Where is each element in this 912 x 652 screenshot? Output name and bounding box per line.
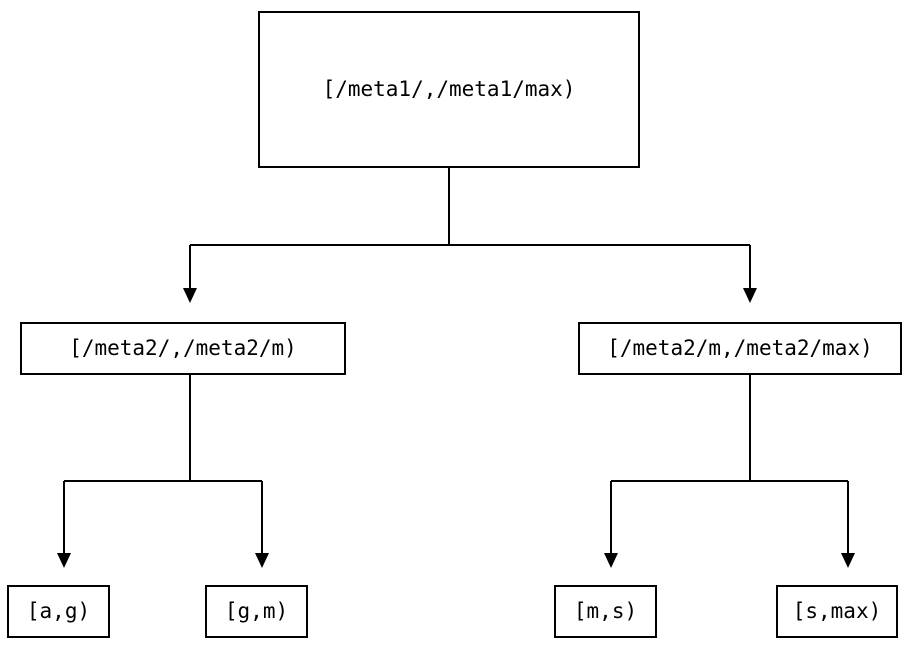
tree-node-root-label: [/meta1/,/meta1/max) — [322, 77, 576, 101]
tree-node-root[interactable]: [/meta1/,/meta1/max) — [258, 11, 640, 168]
arrowhead-to-leaf-0 — [57, 553, 71, 568]
tree-node-leaf-1-label: [g,m) — [224, 599, 289, 623]
arrowhead-to-leaf-2 — [604, 553, 618, 568]
arrowhead-to-internal-left — [183, 288, 197, 303]
arrowhead-to-leaf-1 — [255, 553, 269, 568]
tree-node-internal-right[interactable]: [/meta2/m,/meta2/max) — [578, 322, 902, 375]
tree-node-leaf-0-label: [a,g) — [26, 599, 91, 623]
tree-node-leaf-1[interactable]: [g,m) — [205, 585, 308, 638]
tree-node-leaf-2-label: [m,s) — [573, 599, 638, 623]
tree-node-internal-right-label: [/meta2/m,/meta2/max) — [607, 336, 873, 360]
tree-node-leaf-3-label: [s,max) — [792, 599, 882, 623]
tree-node-internal-left-label: [/meta2/,/meta2/m) — [69, 336, 297, 360]
tree-node-leaf-3[interactable]: [s,max) — [776, 585, 898, 638]
tree-node-leaf-2[interactable]: [m,s) — [554, 585, 657, 638]
arrowhead-to-internal-right — [743, 288, 757, 303]
tree-node-internal-left[interactable]: [/meta2/,/meta2/m) — [20, 322, 346, 375]
tree-node-leaf-0[interactable]: [a,g) — [7, 585, 110, 638]
arrowhead-to-leaf-3 — [841, 553, 855, 568]
